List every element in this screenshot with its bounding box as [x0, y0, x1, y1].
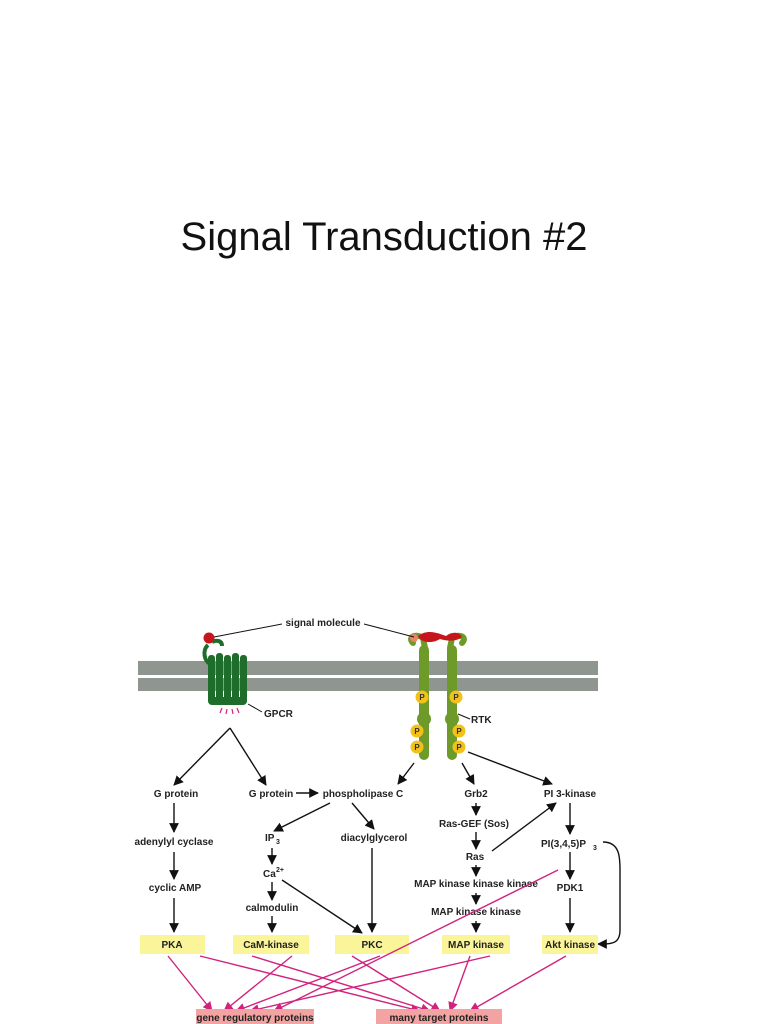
- mapkk-label: MAP kinase kinase: [431, 907, 521, 918]
- target-boxes: gene regulatory proteins many target pro…: [196, 1009, 502, 1024]
- gpcr-label: GPCR: [264, 709, 294, 720]
- ras-gef-label: Ras-GEF (Sos): [439, 819, 509, 830]
- svg-text:many target proteins: many target proteins: [390, 1013, 489, 1024]
- svg-text:P: P: [456, 727, 462, 736]
- phospho-icon: P: [410, 724, 424, 738]
- kinase-box-pkc: PKC: [335, 935, 409, 954]
- phospho-icon: P: [449, 690, 463, 704]
- svg-text:P: P: [419, 693, 425, 702]
- pathway-arrows: [169, 727, 621, 949]
- svg-text:PKA: PKA: [161, 940, 182, 951]
- g-protein-1-label: G protein: [154, 789, 198, 800]
- ras-label: Ras: [466, 852, 485, 863]
- pdk1-label: PDK1: [557, 883, 584, 894]
- pip3-label: PI(3,4,5)P 3: [541, 839, 597, 852]
- svg-text:IP: IP: [265, 833, 275, 844]
- phospho-icon: P: [452, 740, 466, 754]
- pi3-kinase-label: PI 3-kinase: [544, 789, 597, 800]
- slide-title: Signal Transduction #2: [180, 215, 588, 259]
- adenylyl-cyclase-label: adenylyl cyclase: [135, 837, 214, 848]
- svg-text:P: P: [453, 693, 459, 702]
- phospho-icon: P: [452, 724, 466, 738]
- kinase-box-cam-kinase: CaM-kinase: [233, 935, 309, 954]
- signal-molecule-label: signal molecule: [285, 618, 360, 629]
- kinase-box-pka: PKA: [140, 935, 205, 954]
- phosphate-groups: P P P P P P: [410, 690, 466, 754]
- kinase-box-akt-kinase: Akt kinase: [542, 935, 598, 954]
- diacylglycerol-label: diacylglycerol: [341, 833, 408, 844]
- svg-text:3: 3: [276, 839, 280, 846]
- cell-membrane: [138, 661, 598, 691]
- rtk-ligand: [418, 631, 462, 643]
- svg-text:CaM-kinase: CaM-kinase: [243, 940, 299, 951]
- phospho-icon: P: [410, 740, 424, 754]
- ip3-label: IP 3: [265, 833, 280, 846]
- svg-text:Ca: Ca: [263, 869, 276, 880]
- rtk-label: RTK: [471, 715, 492, 726]
- gpcr-receptor: [202, 632, 247, 715]
- calmodulin-label: calmodulin: [246, 903, 299, 914]
- gpcr-ligand: [203, 632, 215, 644]
- kinase-box-map-kinase: MAP kinase: [442, 935, 510, 954]
- phospholipase-c-label: phospholipase C: [323, 789, 404, 800]
- svg-text:gene regulatory proteins: gene regulatory proteins: [196, 1013, 314, 1024]
- svg-text:Akt kinase: Akt kinase: [545, 940, 595, 951]
- svg-text:3: 3: [593, 845, 597, 852]
- svg-text:P: P: [414, 743, 420, 752]
- cyclic-amp-label: cyclic AMP: [149, 883, 202, 894]
- svg-text:PKC: PKC: [361, 940, 382, 951]
- g-protein-2-label: G protein: [249, 789, 293, 800]
- target-box-many-target-proteins: many target proteins: [376, 1009, 502, 1024]
- phospho-icon: P: [415, 690, 429, 704]
- kinase-boxes: PKA CaM-kinase PKC MAP kinase Akt kinase: [140, 935, 598, 954]
- svg-text:PI(3,4,5)P: PI(3,4,5)P: [541, 839, 586, 850]
- target-box-gene-regulatory-proteins: gene regulatory proteins: [196, 1009, 314, 1024]
- ca-label: Ca 2+: [263, 867, 284, 880]
- svg-text:P: P: [456, 743, 462, 752]
- target-arrows: [167, 869, 567, 1014]
- svg-text:2+: 2+: [276, 867, 284, 874]
- svg-text:MAP kinase: MAP kinase: [448, 940, 504, 951]
- svg-text:P: P: [414, 727, 420, 736]
- mapkkk-label: MAP kinase kinase kinase: [414, 879, 538, 890]
- grb2-label: Grb2: [464, 789, 488, 800]
